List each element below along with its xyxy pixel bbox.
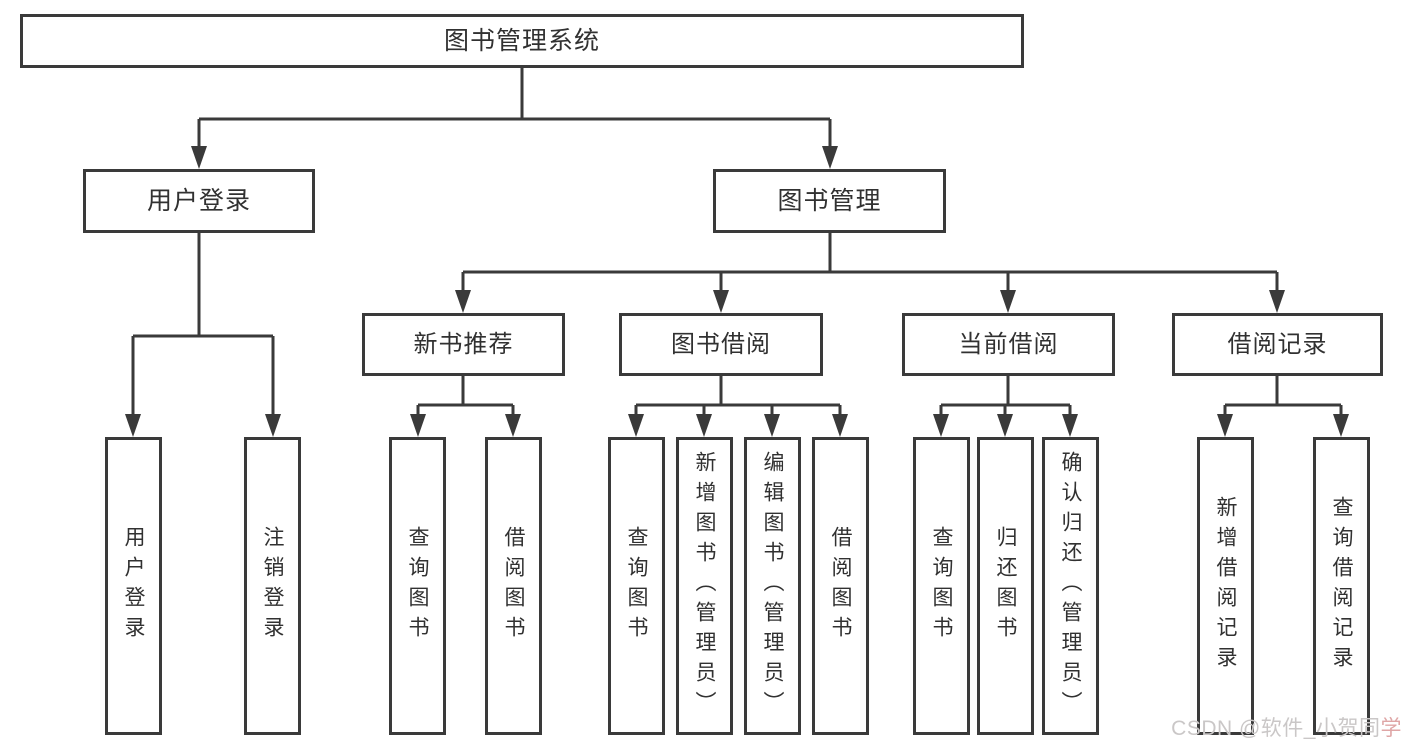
down-arrowhead	[505, 414, 521, 437]
node-leaf-logout: 注销登录	[244, 437, 301, 735]
connector-root-to-children	[197, 68, 832, 150]
node-current-borrowing: 当前借阅	[902, 313, 1115, 376]
watermark-text-accent: 学	[1380, 717, 1402, 740]
node-leaf-return-books: 归还图书	[977, 437, 1034, 735]
down-arrowhead	[628, 414, 644, 437]
down-arrowheads	[125, 146, 1349, 437]
watermark-text: CSDN @软件_小贺同	[1171, 717, 1381, 740]
watermark: CSDN @软件_小贺同学	[1171, 712, 1402, 742]
node-leaf-user-login: 用户登录	[105, 437, 162, 735]
node-leaf-confirm-return-admin: 确认归还（管理员）	[1042, 437, 1099, 735]
connector-book-borrow-children	[634, 376, 842, 420]
down-arrowhead	[125, 414, 141, 437]
node-leaf-query-books-recommend: 查询图书	[389, 437, 446, 735]
down-arrowhead	[822, 146, 838, 169]
node-leaf-borrow-books: 借阅图书	[812, 437, 869, 735]
down-arrowhead	[191, 146, 207, 169]
down-arrowhead	[1269, 290, 1285, 313]
node-user-login: 用户登录	[83, 169, 315, 233]
connector-user-login-children	[131, 233, 275, 418]
node-leaf-query-borrow-record: 查询借阅记录	[1313, 437, 1370, 735]
node-leaf-borrow-books-recommend: 借阅图书	[485, 437, 542, 735]
node-borrowing-records: 借阅记录	[1172, 313, 1383, 376]
down-arrowhead	[696, 414, 712, 437]
down-arrowhead	[713, 290, 729, 313]
connector-borrow-records-children	[1223, 376, 1343, 420]
down-arrowhead	[933, 414, 949, 437]
connector-new-book-children	[416, 376, 515, 420]
connector-current-borrow-children	[939, 376, 1072, 420]
down-arrowhead	[1217, 414, 1233, 437]
node-leaf-add-borrow-record: 新增借阅记录	[1197, 437, 1254, 735]
node-book-borrowing: 图书借阅	[619, 313, 823, 376]
node-book-management: 图书管理	[713, 169, 946, 233]
node-leaf-query-books-current: 查询图书	[913, 437, 970, 735]
down-arrowhead	[1333, 414, 1349, 437]
down-arrowhead	[265, 414, 281, 437]
node-library-management-system: 图书管理系统	[20, 14, 1024, 68]
down-arrowhead	[764, 414, 780, 437]
down-arrowhead	[997, 414, 1013, 437]
down-arrowhead	[832, 414, 848, 437]
node-leaf-query-books-borrow: 查询图书	[608, 437, 665, 735]
down-arrowhead	[410, 414, 426, 437]
node-leaf-add-books-admin: 新增图书（管理员）	[676, 437, 733, 735]
down-arrowhead	[1062, 414, 1078, 437]
node-new-book-recommendation: 新书推荐	[362, 313, 565, 376]
connector-book-management-children	[461, 233, 1279, 295]
down-arrowhead	[1000, 290, 1016, 313]
node-leaf-edit-books-admin: 编辑图书（管理员）	[744, 437, 801, 735]
down-arrowhead	[455, 290, 471, 313]
